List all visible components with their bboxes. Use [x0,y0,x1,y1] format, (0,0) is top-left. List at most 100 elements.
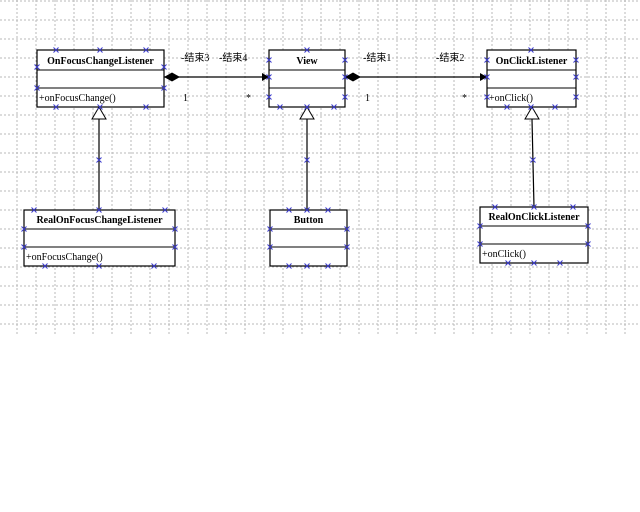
class-name: View [296,56,318,67]
connection-handle-icon[interactable] [53,47,59,53]
connection-handle-icon[interactable] [528,47,534,53]
connection-handle-icon[interactable] [96,207,102,213]
connection-handle-icon[interactable] [304,263,310,269]
class-box[interactable] [23,209,176,267]
connection-handle-icon[interactable] [304,157,310,163]
class-box[interactable] [36,49,165,108]
connection-handle-icon[interactable] [325,263,331,269]
association-focus-view[interactable]: -结束3 -结束4 1 * [164,51,269,104]
multiplicity-a: 1 [365,93,370,104]
role-label-a: -结束3 [181,51,209,64]
connection-handle-icon[interactable] [34,64,40,70]
multiplicity-b: * [462,93,467,104]
connection-handle-icon[interactable] [531,260,537,266]
connection-handle-icon[interactable] [344,244,350,250]
composition-diamond [345,72,361,82]
connection-handle-icon[interactable] [267,226,273,232]
connection-handle-icon[interactable] [331,104,337,110]
connection-handle-icon[interactable] [96,263,102,269]
connection-handle-icon[interactable] [143,104,149,110]
connection-handle-icon[interactable] [266,57,272,63]
connection-handle-icon[interactable] [342,94,348,100]
association-view-click[interactable]: -结束1 -结束2 1 * [345,51,487,104]
connection-handle-icon[interactable] [573,94,579,100]
generalization-triangle [91,106,107,120]
connection-handle-icon[interactable] [528,104,534,110]
connection-handle-icon[interactable] [172,226,178,232]
connection-handle-icon[interactable] [484,74,490,80]
connection-handle-icon[interactable] [344,226,350,232]
connection-handle-icon[interactable] [504,104,510,110]
connection-handle-icon[interactable] [530,157,536,163]
connection-handle-icon[interactable] [573,57,579,63]
class-button[interactable]: Button [269,209,348,267]
connection-handle-icon[interactable] [342,74,348,80]
connection-handle-icon[interactable] [286,263,292,269]
connection-handle-icon[interactable] [267,244,273,250]
generalization-line[interactable] [531,118,535,208]
class-onclicklistener[interactable]: OnClickListener +onClick() [486,49,577,108]
connection-handle-icon[interactable] [172,244,178,250]
connection-handle-icon[interactable] [53,104,59,110]
connection-handle-icon[interactable] [484,94,490,100]
connection-handle-icon[interactable] [573,74,579,80]
connection-handle-icon[interactable] [96,157,102,163]
connection-handle-icon[interactable] [477,223,483,229]
connection-handle-icon[interactable] [34,85,40,91]
connection-handle-icon[interactable] [304,104,310,110]
navigability-arrowhead [262,73,269,81]
connection-handle-icon[interactable] [477,241,483,247]
connection-handle-icon[interactable] [97,47,103,53]
selection-handles [21,47,591,269]
connection-handle-icon[interactable] [531,204,537,210]
class-box[interactable] [268,49,346,108]
connection-handle-icon[interactable] [585,241,591,247]
composition-diamond [164,72,180,82]
class-name: OnFocusChangeListener [47,56,154,67]
class-realonfocuschangelistener[interactable]: RealOnFocusChangeListener +onFocusChange… [23,209,176,267]
connection-handle-icon[interactable] [42,263,48,269]
connection-handle-icon[interactable] [21,244,27,250]
connection-handle-icon[interactable] [585,223,591,229]
connection-handle-icon[interactable] [492,204,498,210]
generalization-button[interactable] [299,106,315,210]
class-operation: +onFocusChange() [26,252,103,263]
generalization-realclick[interactable] [524,106,540,208]
class-view[interactable]: View [268,49,346,108]
class-box[interactable] [479,206,589,264]
connection-handle-icon[interactable] [505,260,511,266]
connection-handle-icon[interactable] [151,263,157,269]
connection-handle-icon[interactable] [266,94,272,100]
class-onfocuschangelistener[interactable]: OnFocusChangeListener +onFocusChange() [36,49,165,108]
connection-handle-icon[interactable] [304,47,310,53]
class-realonclicklistener[interactable]: RealOnClickListener +onClick() [479,206,589,264]
class-box[interactable] [486,49,577,108]
connection-handle-icon[interactable] [21,226,27,232]
generalization-realfocus[interactable] [91,106,107,210]
connection-handle-icon[interactable] [342,57,348,63]
generalization-triangle [299,106,315,120]
class-name: RealOnClickListener [488,212,580,223]
connection-handle-icon[interactable] [161,85,167,91]
role-label-b: -结束4 [219,51,247,64]
class-box[interactable] [269,209,348,267]
multiplicity-b: * [246,93,251,104]
class-operation: +onFocusChange() [39,93,116,104]
class-name: OnClickListener [496,56,568,67]
connection-handle-icon[interactable] [143,47,149,53]
connection-handle-icon[interactable] [161,64,167,70]
connection-handle-icon[interactable] [97,104,103,110]
connection-handle-icon[interactable] [277,104,283,110]
connection-handle-icon[interactable] [286,207,292,213]
connection-handle-icon[interactable] [304,207,310,213]
connection-handle-icon[interactable] [266,74,272,80]
connection-handle-icon[interactable] [31,207,37,213]
connection-handle-icon[interactable] [325,207,331,213]
class-name: Button [294,215,324,226]
connection-handle-icon[interactable] [552,104,558,110]
connection-handle-icon[interactable] [484,57,490,63]
connection-handle-icon[interactable] [570,204,576,210]
connection-handle-icon[interactable] [162,207,168,213]
connection-handle-icon[interactable] [557,260,563,266]
